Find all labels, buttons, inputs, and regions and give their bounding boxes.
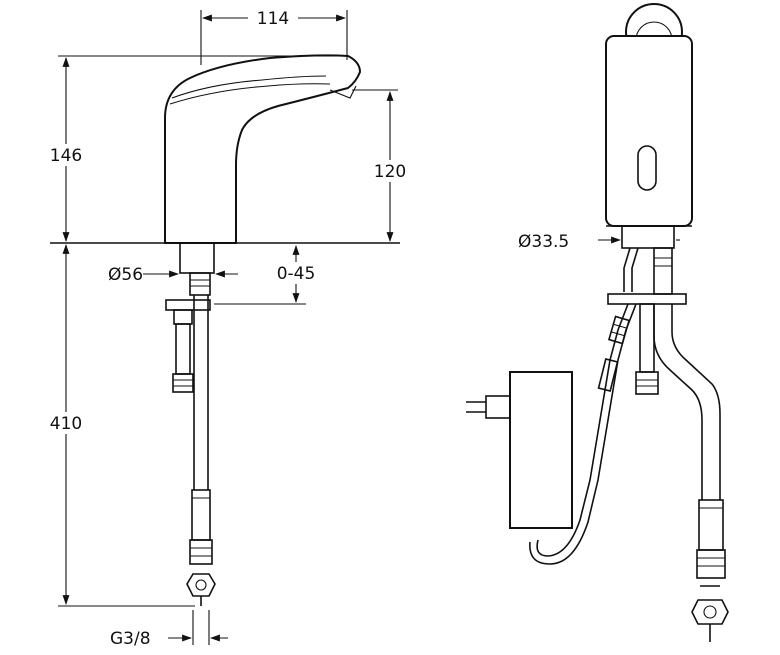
dim-deck-thickness: 0-45 xyxy=(277,264,316,284)
dim-hose-length: 410 xyxy=(50,414,82,434)
dim-spout-outlet-height: 120 xyxy=(374,162,406,182)
faucet-body-front xyxy=(605,35,693,227)
faucet-body-side xyxy=(164,54,362,244)
dim-faucet-height: 146 xyxy=(50,146,82,166)
dim-spout-projection: 114 xyxy=(257,9,289,29)
front-view: Ø33.5 xyxy=(466,3,729,642)
side-view: 114 146 120 Ø56 0-45 410 G3/8 xyxy=(48,6,410,649)
spout-highlight xyxy=(171,75,327,99)
dim-connection-thread: G3/8 xyxy=(110,629,151,649)
sensor-window xyxy=(637,145,657,191)
dim-shank-diameter: Ø33.5 xyxy=(518,232,569,252)
dim-base-diameter: Ø56 xyxy=(108,265,143,285)
power-supply xyxy=(509,371,573,529)
